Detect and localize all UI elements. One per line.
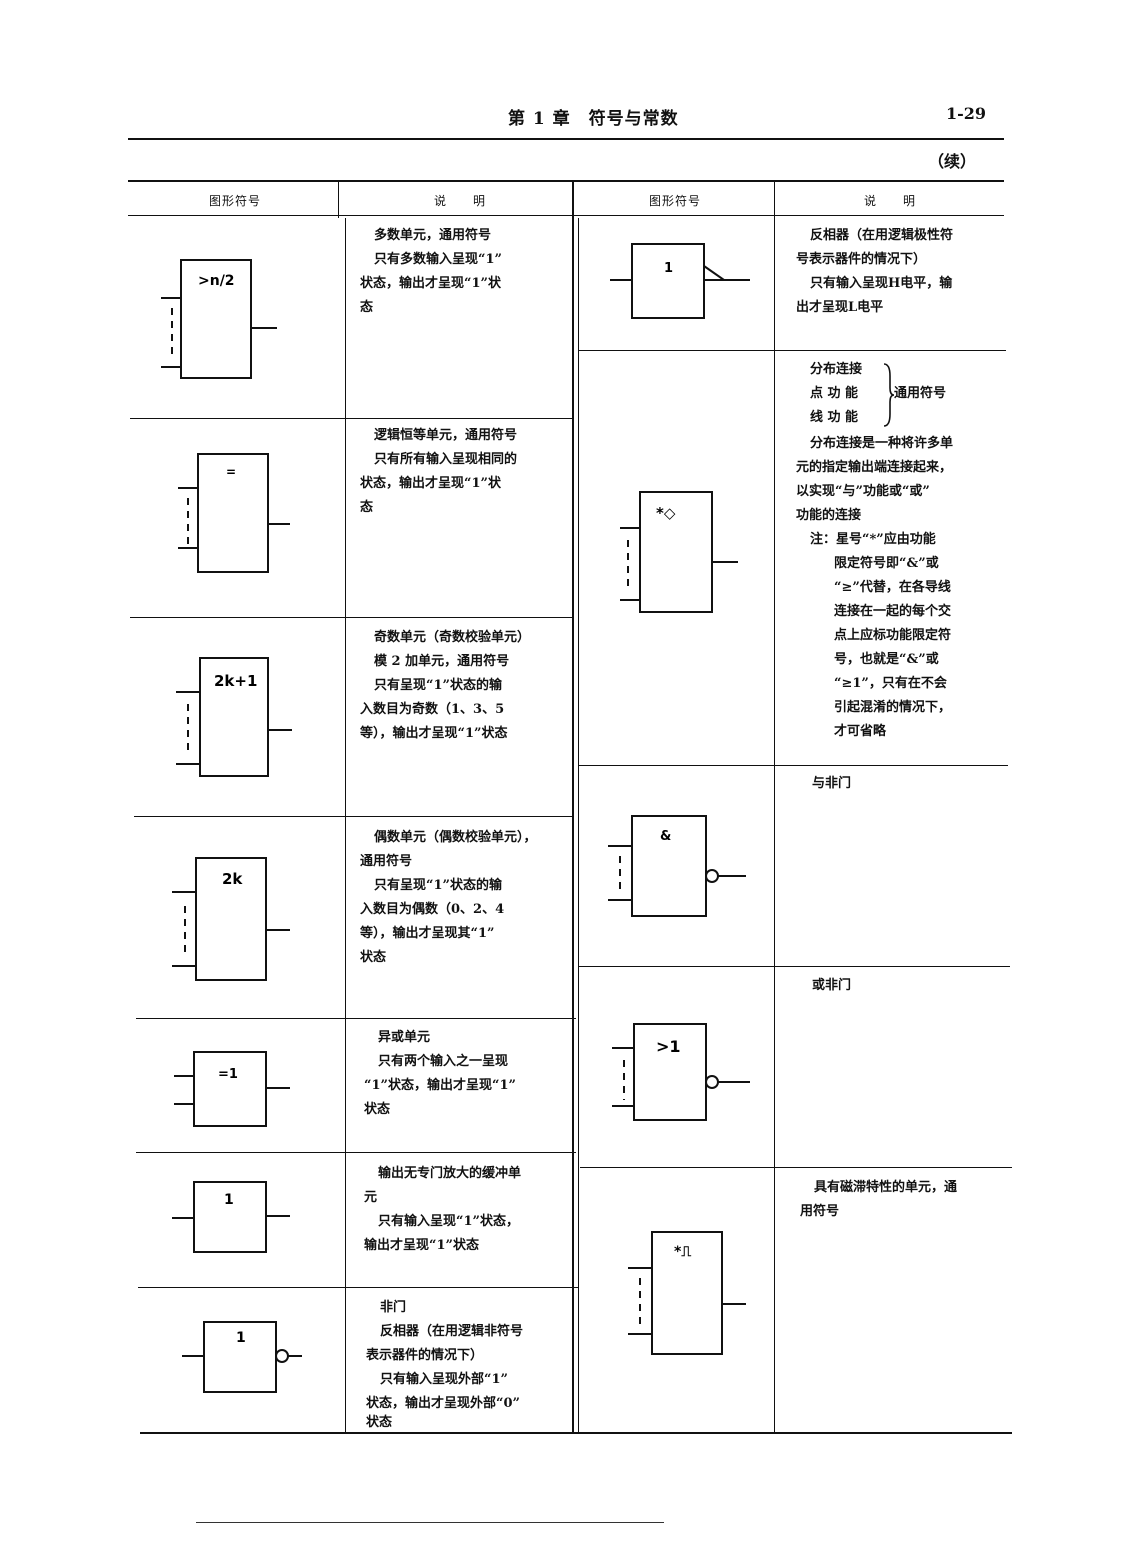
buffer-qualifier: 1	[224, 1192, 234, 1208]
hysteresis-description: 具有磁滞特性的单元，通 用符号	[800, 1180, 958, 1219]
majority-description: 多数单元，通用符号 只有多数输入呈现“1” 状态，输出才呈现“1”状 态	[360, 228, 503, 315]
nor-gate-symbol: >1	[612, 1023, 750, 1121]
center-divider-2	[578, 218, 579, 1432]
hysteresis-qualifier: *⎍	[674, 1244, 691, 1260]
row-rule	[578, 966, 1010, 967]
xor-element-symbol: =1	[174, 1051, 290, 1127]
column-head-rule	[128, 215, 1004, 216]
page-number: 1-29	[946, 104, 987, 123]
col-head-desc-left: 说 明	[433, 194, 486, 208]
row-rule	[134, 816, 574, 817]
header-rule	[128, 138, 1004, 140]
identity-element-symbol: =	[178, 453, 290, 573]
row-rule	[130, 617, 574, 618]
continued-label: （续）	[928, 152, 977, 171]
row-rule	[578, 350, 1006, 351]
center-divider	[572, 182, 574, 1432]
buffer-description: 输出无专门放大的缓冲单 元 只有输入呈现“1”状态， 输出才呈现“1”状态	[364, 1166, 522, 1253]
xor-description: 异或单元 只有两个输入之一呈现 “1”状态，输出才呈现“1” 状态	[364, 1030, 517, 1117]
col-head-desc-right: 说 明	[863, 194, 916, 208]
brace-label: 通用符号	[894, 386, 947, 401]
right-col-divider	[774, 182, 775, 1432]
polarity-inverter-symbol: 1	[610, 243, 750, 319]
chapter-title: 第 1 章 符号与常数	[508, 109, 679, 129]
majority-qualifier: >n/2	[198, 273, 235, 289]
right-brace-icon	[883, 363, 895, 427]
odd-element-symbol: 2k+1	[176, 657, 292, 777]
row-rule	[580, 1167, 1012, 1168]
hysteresis-element-symbol: *⎍	[628, 1231, 746, 1355]
not-gate-symbol: 1	[182, 1321, 302, 1393]
odd-qualifier: 2k+1	[214, 672, 257, 690]
xor-qualifier: =1	[218, 1067, 238, 1082]
left-col-divider-body	[345, 218, 346, 1432]
row-rule	[130, 418, 574, 419]
even-description: 偶数单元（偶数校验单元）， 通用符号 只有呈现“1”状态的输 入数目为偶数（0、…	[360, 830, 537, 965]
buffer-element-symbol: 1	[172, 1181, 290, 1253]
not-qualifier: 1	[236, 1330, 246, 1346]
footer-rule	[196, 1522, 664, 1523]
col-head-symbol-right: 图形符号	[648, 194, 701, 208]
nand-description: 与非门	[812, 776, 852, 791]
even-element-symbol: 2k	[172, 857, 290, 981]
table-top-rule	[128, 180, 1004, 182]
identity-qualifier: =	[226, 465, 236, 479]
row-rule	[136, 1152, 576, 1153]
identity-description: 逻辑恒等单元，通用符号 只有所有输入呈现相同的 状态，输出才呈现“1”状 态	[360, 428, 518, 515]
row-rule	[136, 1018, 576, 1019]
col-head-symbol-left: 图形符号	[208, 194, 261, 208]
not-gate-description: 非门 反相器（在用逻辑非符号 表示器件的情况下） 只有输入呈现外部“1” 状态，…	[366, 1300, 524, 1430]
polarity-inverter-description: 反相器（在用逻辑极性符 号表示器件的情况下） 只有输入呈现H电平，输 出才呈现L…	[796, 228, 954, 315]
brace-item: 线 功 能	[810, 410, 859, 425]
brace-item: 点 功 能	[810, 386, 859, 401]
left-col-divider	[338, 182, 339, 218]
nor-qualifier: >1	[656, 1037, 681, 1056]
row-rule	[138, 1287, 578, 1288]
distributed-connection-symbol: *◇	[620, 491, 738, 613]
distributed-description: 分布连接是一种将许多单 元的指定输出端连接起来， 以实现“与”功能或“或” 功能…	[796, 436, 954, 739]
distributed-brace-group: 分布连接 点 功 能 线 功 能 通用符号	[810, 358, 1000, 430]
odd-description: 奇数单元（奇数校验单元） 模 2 加单元，通用符号 只有呈现“1”状态的输 入数…	[360, 630, 531, 741]
table-bottom-rule	[140, 1432, 1012, 1434]
majority-element-symbol: >n/2	[161, 259, 277, 379]
even-qualifier: 2k	[222, 870, 243, 888]
row-rule	[578, 765, 1008, 766]
brace-item: 分布连接	[810, 362, 863, 377]
nand-qualifier: &	[660, 829, 671, 844]
nor-description: 或非门	[812, 978, 852, 993]
nand-gate-symbol: &	[608, 815, 746, 917]
distributed-qualifier: *◇	[656, 504, 676, 522]
polarity-inverter-qualifier: 1	[664, 261, 673, 276]
